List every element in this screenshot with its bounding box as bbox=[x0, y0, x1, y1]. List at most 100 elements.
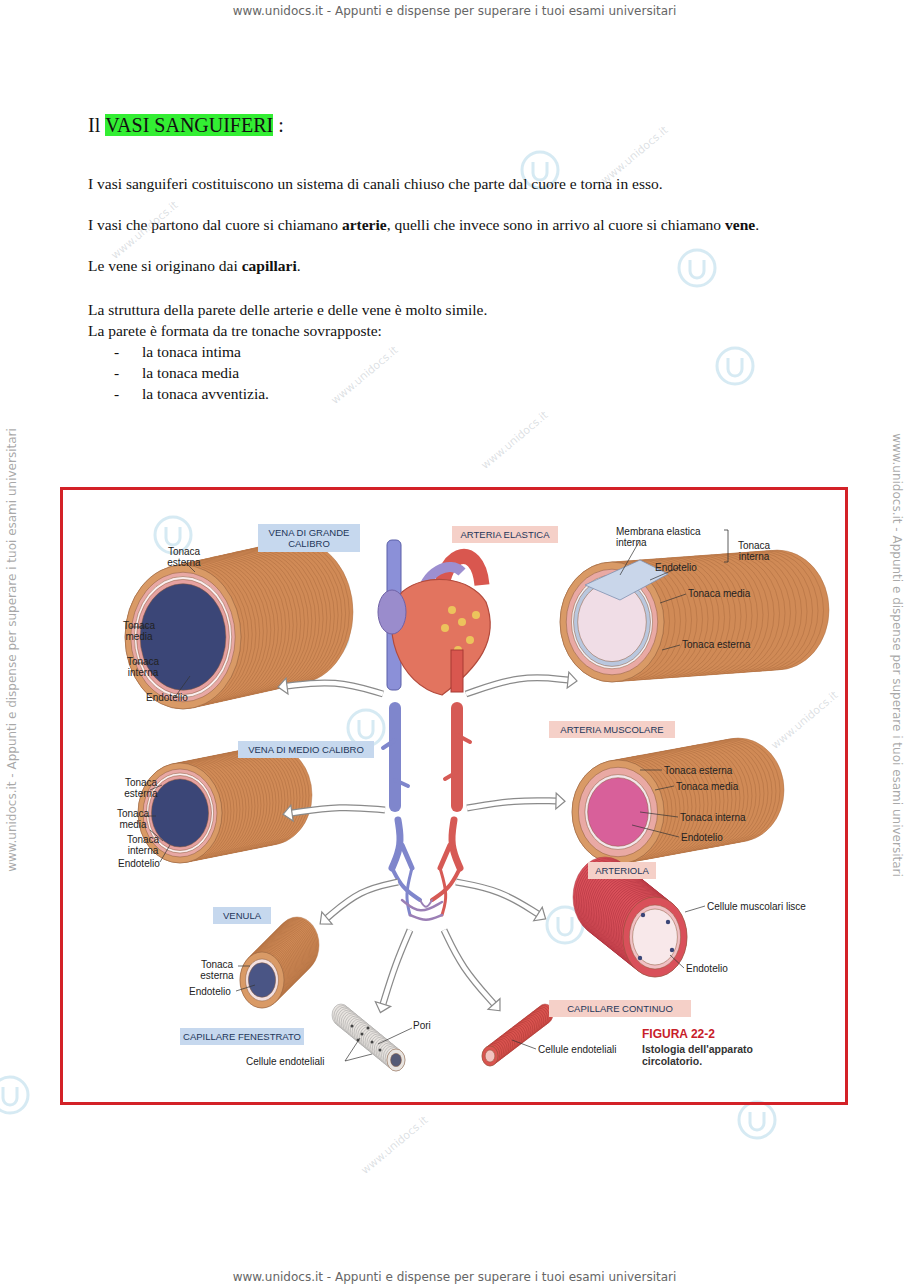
vessel-layer bbox=[240, 952, 284, 1008]
text-line: IlVASI SANGUIFERI: bbox=[88, 112, 688, 138]
vessel-heading-box: VENA DI MEDIO CALIBRO bbox=[238, 741, 374, 758]
page-header: www.unidocs.it - Appunti e dispense per … bbox=[0, 1270, 909, 1284]
logo-ring bbox=[679, 250, 715, 286]
side-watermark: www.unidocs.it - Appunti e dispense per … bbox=[5, 410, 19, 890]
arrow-fill bbox=[327, 882, 398, 918]
arrow-outline bbox=[456, 882, 538, 914]
arrow-outline bbox=[444, 930, 494, 1004]
vessel-heading-box: VENULA bbox=[213, 907, 271, 924]
descending-aorta bbox=[451, 650, 463, 692]
part-label: Tonaca esterna bbox=[664, 765, 754, 776]
part-label: Pori bbox=[413, 1020, 443, 1031]
vessel-layer bbox=[572, 760, 664, 864]
capillary-pore bbox=[367, 1027, 370, 1030]
vessel-tree-branch bbox=[389, 708, 401, 806]
arrow-fill bbox=[383, 930, 410, 1004]
capillary-pore bbox=[351, 1025, 354, 1028]
figure-number: FIGURA 22-2 bbox=[642, 1027, 782, 1041]
figure-caption: Istologia dell'apparato circolatorio. bbox=[642, 1043, 776, 1067]
histology-illustration bbox=[63, 490, 845, 1102]
body-text: La struttura della parete delle arterie … bbox=[88, 300, 868, 320]
leader-line bbox=[160, 845, 170, 862]
arrow-outline bbox=[292, 808, 385, 813]
vessel-wall bbox=[572, 760, 664, 864]
body-text: . bbox=[297, 257, 301, 274]
fat-deposit bbox=[441, 624, 449, 632]
vessel-layer bbox=[246, 959, 279, 1001]
part-label: Endotelio bbox=[686, 963, 746, 974]
part-label: Tonaca esterna bbox=[120, 777, 162, 799]
capillary-pore bbox=[371, 1041, 374, 1044]
vessel-heading-box: CAPILLARE CONTINUO bbox=[549, 1000, 691, 1017]
body-text: Le vene si originano dai bbox=[88, 257, 238, 274]
leader-line bbox=[345, 1038, 360, 1061]
leader-line bbox=[378, 1028, 412, 1044]
medium-vein bbox=[138, 745, 312, 863]
figure-frame: VENA DI GRANDE CALIBROARTERIA ELASTICAVE… bbox=[60, 487, 848, 1105]
bold-term: vene bbox=[725, 216, 755, 233]
part-label: Tonaca esterna bbox=[163, 546, 205, 568]
arrow-head bbox=[556, 793, 565, 809]
vessel-heading-box: ARTERIA MUSCOLARE bbox=[549, 721, 675, 738]
elastic-artery bbox=[560, 550, 829, 682]
vessel-heading: ARTERIOLA bbox=[591, 865, 653, 876]
fat-deposit bbox=[458, 618, 466, 626]
part-label: Tonaca media bbox=[112, 808, 154, 830]
pointer-arrow bbox=[375, 930, 410, 1013]
part-label: Cellule muscolari lisce bbox=[707, 901, 827, 912]
endothelial-nucleus bbox=[638, 956, 642, 960]
arrow-head bbox=[567, 672, 577, 688]
vessel-tree-branch bbox=[451, 708, 463, 806]
vessel-layer bbox=[578, 767, 657, 856]
arrow-fill bbox=[287, 683, 383, 694]
vessel-tree-branch bbox=[410, 915, 442, 920]
vessel-tree-branch bbox=[402, 845, 412, 868]
logo-mark bbox=[359, 720, 373, 738]
vessel-heading: ARTERIA ELASTICA bbox=[455, 529, 555, 540]
vessel-layer bbox=[588, 778, 649, 847]
logo-mark bbox=[728, 358, 742, 376]
arrow-head bbox=[534, 907, 546, 921]
watermark-logo bbox=[0, 1077, 28, 1113]
leader-line bbox=[640, 812, 678, 817]
text-line: Le vene si originano daicapillari. bbox=[88, 256, 788, 276]
vessel-tree-branch bbox=[392, 820, 400, 868]
part-label: Cellule endoteliali bbox=[246, 1056, 346, 1067]
part-label: Tonaca media bbox=[688, 588, 778, 599]
arrow-outline bbox=[287, 683, 383, 694]
illustration-group bbox=[125, 530, 829, 1071]
arrow-outline bbox=[467, 801, 556, 808]
logo-ring bbox=[717, 348, 753, 384]
vessel-tree-branch bbox=[402, 900, 442, 910]
leader-line bbox=[660, 594, 686, 603]
part-label: Tonaca esterna bbox=[682, 639, 772, 650]
arteriole bbox=[573, 857, 687, 977]
vessel-heading-box: CAPILLARE FENESTRATO bbox=[180, 1028, 304, 1045]
vessel-tree-branch bbox=[445, 772, 457, 779]
vessel-heading: CAPILLARE CONTINUO bbox=[552, 1003, 688, 1014]
body-text: , quelli che invece sono in arrivo al cu… bbox=[387, 216, 721, 233]
body-text: : bbox=[278, 114, 284, 136]
logo-mark bbox=[558, 917, 572, 935]
fat-deposit bbox=[448, 606, 456, 614]
leader-line bbox=[238, 966, 250, 967]
bold-term: capillari bbox=[242, 257, 297, 274]
arrow-fill bbox=[466, 678, 568, 694]
vessel-layer bbox=[482, 1046, 498, 1066]
body-text: Il bbox=[88, 114, 100, 136]
vessel-wall bbox=[240, 952, 284, 1008]
vessel-tree-branch bbox=[395, 780, 408, 786]
pointer-arrow bbox=[278, 678, 383, 694]
vessel-tree-branch bbox=[383, 740, 395, 748]
arrow-head bbox=[320, 912, 332, 924]
fenestrated-capillary bbox=[332, 1004, 405, 1071]
body-text: la tonaca intima bbox=[142, 342, 542, 362]
vessel-layer bbox=[485, 1050, 495, 1062]
vessel-tree-branch bbox=[452, 820, 460, 868]
logo-mark bbox=[166, 527, 180, 545]
heart-body bbox=[392, 579, 491, 695]
part-label: Tonaca interna bbox=[121, 834, 165, 856]
body-text: - bbox=[114, 384, 134, 404]
vessel-layer bbox=[633, 909, 678, 965]
leader-line bbox=[512, 1040, 536, 1049]
